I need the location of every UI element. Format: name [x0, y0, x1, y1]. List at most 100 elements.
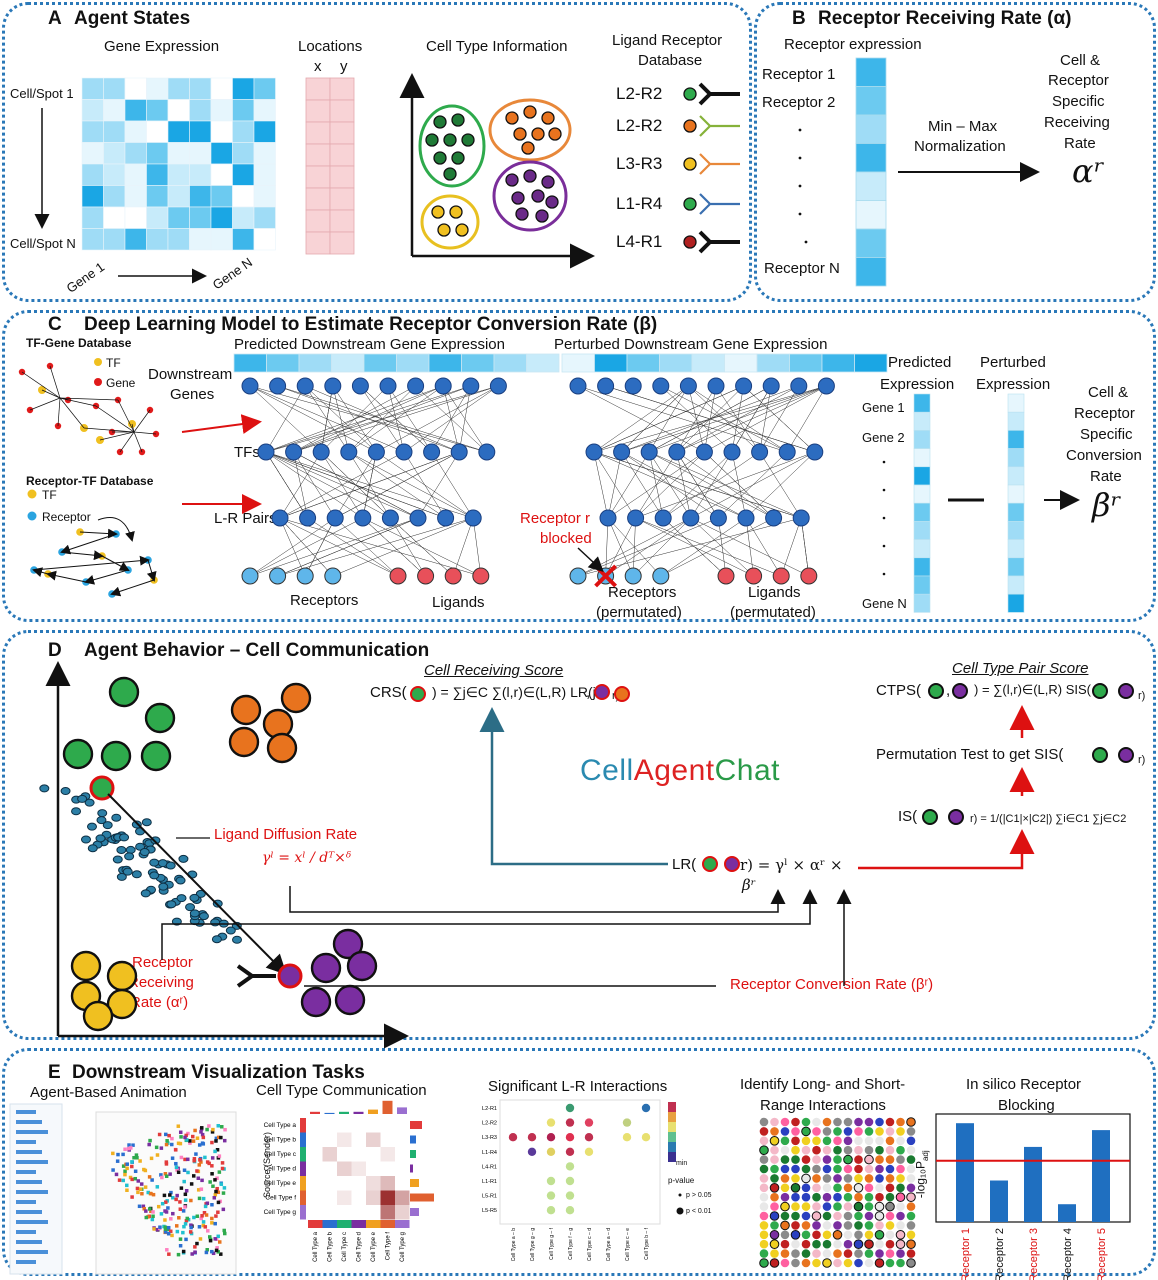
agent-pixel [183, 1222, 188, 1226]
perm-test-close: r) [1138, 754, 1146, 766]
network-edge [133, 431, 143, 453]
communication-cell [337, 1205, 352, 1220]
agent-pixel [210, 1202, 214, 1207]
agent-pixel [205, 1201, 210, 1205]
agent-pixel [135, 1156, 139, 1160]
predicted-expression-cell [913, 484, 931, 504]
network-edge [59, 397, 85, 429]
lr-col-label: Cell Type a – d [606, 1228, 612, 1261]
formula-cell-icon [724, 856, 740, 872]
receptor-blocked-label-2: blocked [540, 530, 592, 547]
lr-row-label: L5-R1 [482, 1194, 497, 1200]
formula-cell-icon [1092, 747, 1108, 763]
agent-pixel [210, 1164, 214, 1168]
ligand-particle [198, 912, 209, 921]
agent-pixel [210, 1216, 214, 1221]
panel-d-letter: D [48, 640, 62, 661]
tf-legend-label-2: TF [42, 488, 57, 502]
nn-edge [621, 385, 689, 453]
colorbar-segment [668, 1132, 676, 1142]
ligand-icon [683, 157, 697, 171]
heatmap-cell [210, 99, 233, 122]
heatmap-cell [210, 142, 233, 165]
agent-pixel [192, 1215, 196, 1220]
agent-pixel [191, 1174, 196, 1178]
spot-dot [812, 1192, 821, 1202]
communication-cell [380, 1161, 395, 1176]
agent-pixel [195, 1169, 199, 1173]
agent-pixel [165, 1248, 169, 1252]
heatmap-cell [146, 142, 169, 165]
gene-legend-label: Gene [106, 376, 136, 390]
marginal-bar [368, 1109, 378, 1114]
spot-dot [854, 1211, 863, 1221]
spot-dot [906, 1249, 916, 1258]
ellipsis-dot [882, 460, 886, 464]
cell-dot [455, 223, 469, 237]
cell-dot [449, 205, 463, 219]
spot-dot [864, 1183, 874, 1193]
cell-dot [521, 141, 535, 155]
spot-dot [885, 1117, 895, 1127]
agent-pixel [164, 1200, 168, 1204]
heatmap-cell [146, 228, 169, 251]
nn-edge [718, 451, 788, 519]
heatmap-cell [189, 185, 212, 208]
agent-pixel [170, 1233, 174, 1238]
agent-pixel [142, 1207, 146, 1211]
heatmap-cell [189, 206, 212, 229]
spot-dot [791, 1174, 800, 1183]
nn-node [241, 377, 259, 395]
communication-cell [395, 1132, 410, 1147]
nn-node [792, 509, 810, 527]
communication-cell [308, 1205, 323, 1220]
agent-pixel [201, 1220, 206, 1224]
agent-pixel [222, 1228, 226, 1233]
lr-database-label-2: Database [638, 52, 703, 69]
nn-node [723, 443, 741, 461]
agent-pixel [166, 1227, 171, 1232]
nn-node [409, 509, 427, 527]
col-color-key [337, 1220, 352, 1228]
agent-pixel [144, 1209, 148, 1213]
agent-pixel [215, 1246, 219, 1250]
agent-pixel [176, 1252, 181, 1257]
lr-row-label: L2-R2 [482, 1121, 497, 1127]
agent-pixel [210, 1249, 214, 1254]
tf-legend-dot [94, 358, 102, 366]
agent-pixel [184, 1237, 188, 1242]
gene-legend-dot [94, 378, 102, 386]
agent-pixel [114, 1172, 119, 1177]
communication-cell [395, 1161, 410, 1176]
cell-agent [230, 694, 262, 726]
spot-dot [843, 1145, 853, 1155]
nn-edge [690, 517, 754, 577]
agent-pixel [178, 1237, 183, 1241]
animation-control [16, 1110, 36, 1114]
spot-dot [853, 1239, 864, 1249]
receptor-legend-label: Receptor [42, 510, 91, 524]
agent-pixel [123, 1147, 127, 1152]
spot-dot [822, 1239, 832, 1249]
alpha-arrow [161, 889, 818, 960]
agent-pixel [163, 1218, 167, 1222]
agent-pixel [166, 1225, 171, 1230]
agent-pixel [212, 1196, 217, 1200]
communication-cell [322, 1118, 337, 1133]
panel-d-frame [2, 630, 1156, 1040]
ligand-icon [683, 197, 697, 211]
agent-pixel [160, 1201, 165, 1206]
communication-cell [366, 1147, 381, 1162]
agent-pixel [190, 1134, 195, 1139]
spot-dot [759, 1221, 769, 1230]
agent-pixel [147, 1175, 152, 1179]
spot-dot [801, 1126, 811, 1137]
agent-pixel [154, 1145, 159, 1150]
spot-dot [864, 1154, 874, 1165]
expression-bar-cell [233, 353, 267, 373]
spot-dot [906, 1221, 916, 1230]
spot-dot [812, 1249, 821, 1258]
agent-pixel [184, 1133, 188, 1138]
lr-pair-label: L4-R1 [616, 232, 663, 251]
